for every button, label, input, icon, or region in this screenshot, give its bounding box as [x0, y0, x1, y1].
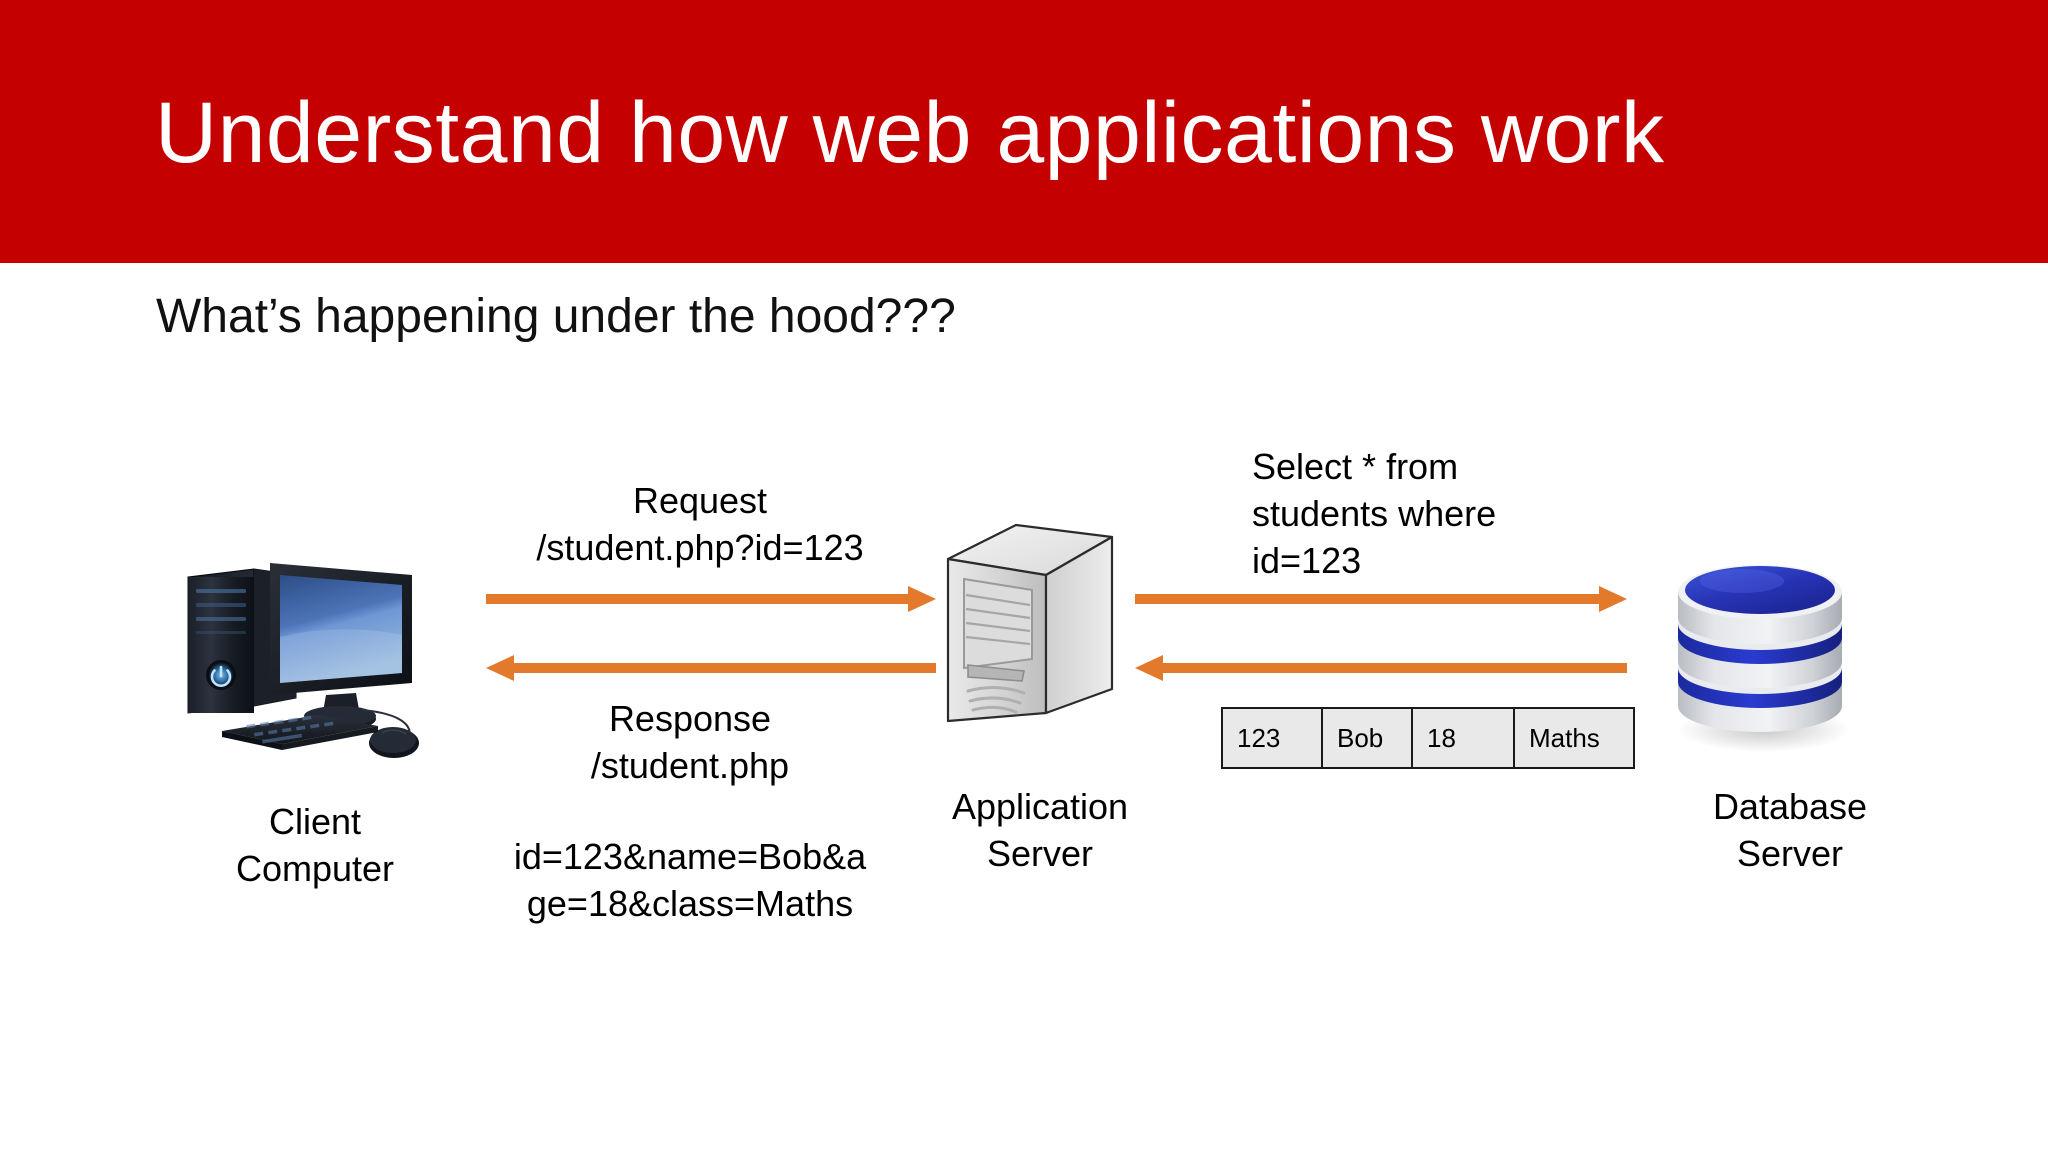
response-label: Response /student.php [590, 698, 790, 786]
query-result-table: 123 Bob 18 Maths [1221, 707, 1635, 769]
desktop-computer-icon [150, 545, 430, 765]
sql-query-label: Select * from students where id=123 [1252, 446, 1497, 581]
table-cell-class: Maths [1513, 707, 1635, 769]
subtitle: What’s happening under the hood??? [156, 290, 956, 343]
title-banner [0, 0, 2048, 263]
database-cylinder-icon [1660, 540, 1860, 755]
client-computer-label: Client Computer [235, 801, 395, 889]
application-server-label: Application Server [951, 786, 1129, 874]
page-title: Understand how web applications work [155, 85, 1665, 181]
table-cell-name: Bob [1321, 707, 1413, 769]
response-payload-label: id=123&name=Bob&a ge=18&class=Maths [513, 836, 867, 924]
server-tower-icon [940, 513, 1120, 728]
request-label: Request /student.php?id=123 [536, 480, 864, 568]
table-cell-id: 123 [1221, 707, 1323, 769]
database-server-label: Database Server [1712, 786, 1868, 874]
arrow-query-server-to-database [1135, 586, 1627, 612]
arrow-response-server-to-client [486, 655, 936, 681]
table-row: 123 Bob 18 Maths [1221, 707, 1635, 769]
table-cell-age: 18 [1411, 707, 1515, 769]
arrow-result-database-to-server [1135, 655, 1627, 681]
arrow-request-client-to-server [486, 586, 936, 612]
